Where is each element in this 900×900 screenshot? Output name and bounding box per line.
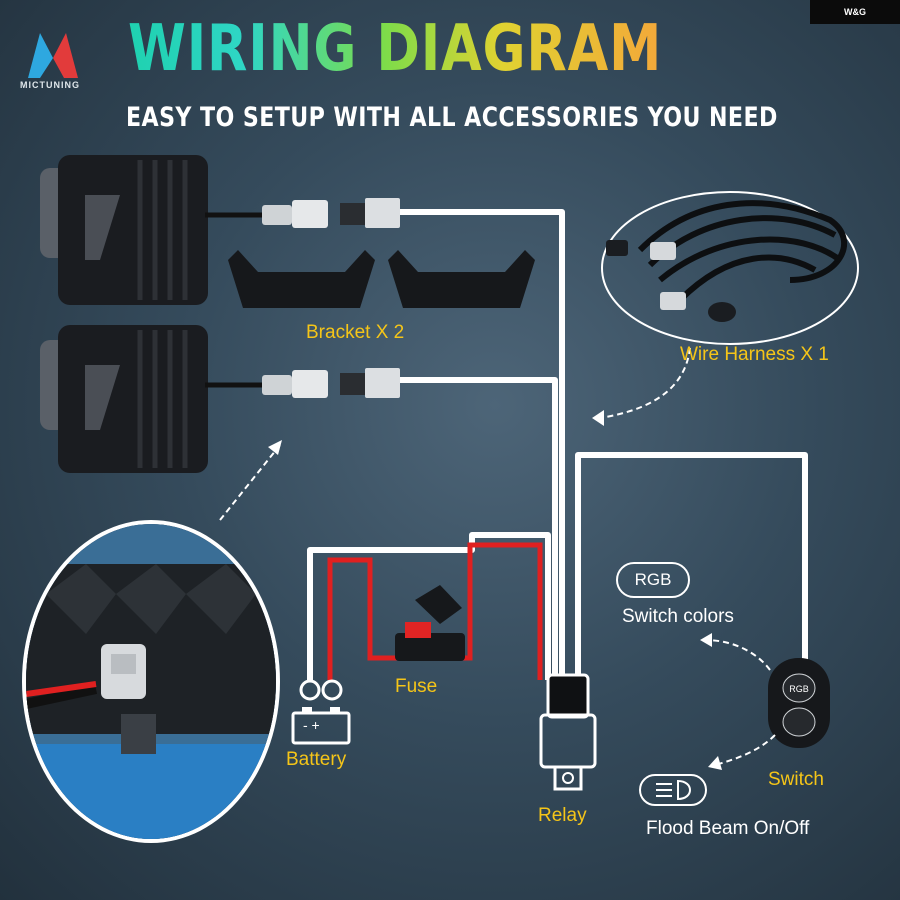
connector-bottom	[205, 368, 400, 398]
battery-terminals: - +	[303, 717, 320, 733]
battery-label: Battery	[286, 749, 347, 770]
fuse-label: Fuse	[395, 676, 438, 697]
relay-label: Relay	[538, 805, 587, 826]
connector-top	[205, 198, 400, 228]
switch-icon: RGB	[768, 658, 830, 748]
arrow-heads	[268, 410, 722, 770]
wire-light-top	[400, 209, 565, 680]
rgb-badge: RGB	[616, 562, 690, 598]
battery-icon	[291, 679, 351, 745]
page-title: WIRING DIAGRAM	[128, 12, 663, 86]
inset-photo	[22, 520, 280, 843]
fuse-icon	[395, 585, 465, 661]
relay-icon	[539, 673, 597, 791]
bracket-label: Bracket X 2	[306, 322, 405, 343]
switch-label: Switch	[768, 769, 824, 790]
inset-illustration	[26, 524, 276, 839]
harness-label: Wire Harness X 1	[680, 344, 829, 365]
brand-logo-icon	[28, 33, 78, 78]
arrow-icon	[219, 347, 776, 766]
wire-light-bottom	[400, 377, 558, 680]
wire-harness-icon	[601, 191, 859, 345]
bracket-icon	[228, 250, 535, 308]
page-subtitle: EASY TO SETUP WITH ALL ACCESSORIES YOU N…	[126, 102, 778, 133]
switch-colors-label: Switch colors	[622, 606, 734, 627]
corner-badge: W&G	[810, 0, 900, 24]
light-pod-icon	[40, 155, 208, 305]
wire-switch	[575, 452, 808, 680]
light-pod-icon	[40, 325, 208, 473]
flood-beam-icon	[639, 774, 707, 806]
svg-text:RGB: RGB	[789, 684, 809, 694]
flood-beam-label: Flood Beam On/Off	[646, 818, 810, 839]
brand-name: MICTUNING	[20, 80, 80, 90]
